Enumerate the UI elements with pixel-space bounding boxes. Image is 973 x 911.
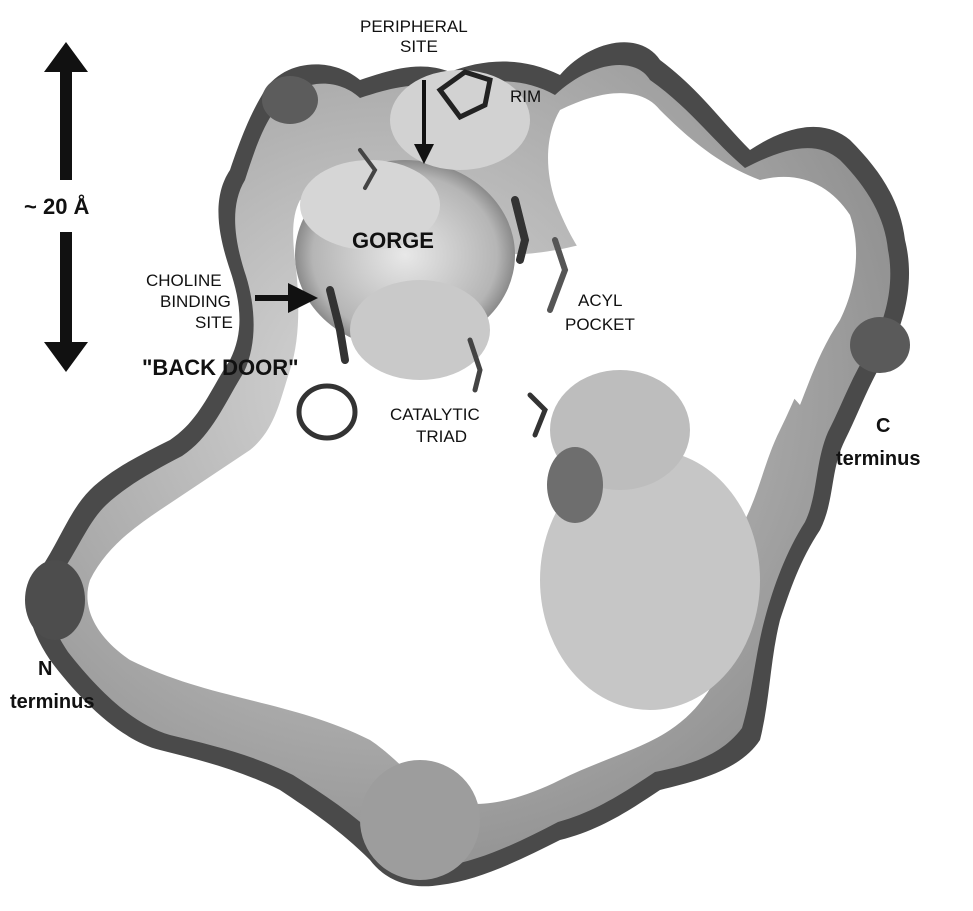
gorge-label: GORGE [352, 228, 434, 253]
scale-bar-bottom-arrowhead [44, 342, 88, 372]
bottom-lobe [360, 760, 480, 880]
acyl-pocket-label-line2: POCKET [565, 315, 635, 334]
left-dark-band [25, 560, 85, 640]
catalytic-triad-label-line2: TRIAD [416, 427, 467, 446]
gorge-lower-lobe [350, 280, 490, 380]
choline-label-line2: BINDING [160, 292, 231, 311]
back-door-hole [299, 386, 355, 438]
n-terminus-label-line2: terminus [10, 691, 94, 713]
rim-surface [390, 70, 530, 170]
rim-label: RIM [510, 87, 541, 106]
dark-knob-top [262, 76, 318, 124]
peripheral-site-label-line2: SITE [400, 37, 438, 56]
n-terminus-label-line1: N [38, 658, 52, 680]
choline-label-line3: SITE [195, 313, 233, 332]
peripheral-site-label-line1: PERIPHERAL [360, 17, 468, 36]
scale-bar-top-arrowhead [44, 42, 88, 72]
acyl-pocket-label-line1: ACYL [578, 291, 622, 310]
scale-label: ~ 20 Å [24, 193, 90, 219]
c-terminus-label-line1: C [876, 415, 890, 437]
right-dark-band [850, 317, 910, 373]
back-door-label: "BACK DOOR" [142, 355, 299, 380]
c-terminus-label-line2: terminus [836, 448, 920, 470]
choline-label-line1: CHOLINE [146, 271, 222, 290]
dark-knob-lower [547, 447, 603, 523]
catalytic-triad-label-line1: CATALYTIC [390, 405, 480, 424]
